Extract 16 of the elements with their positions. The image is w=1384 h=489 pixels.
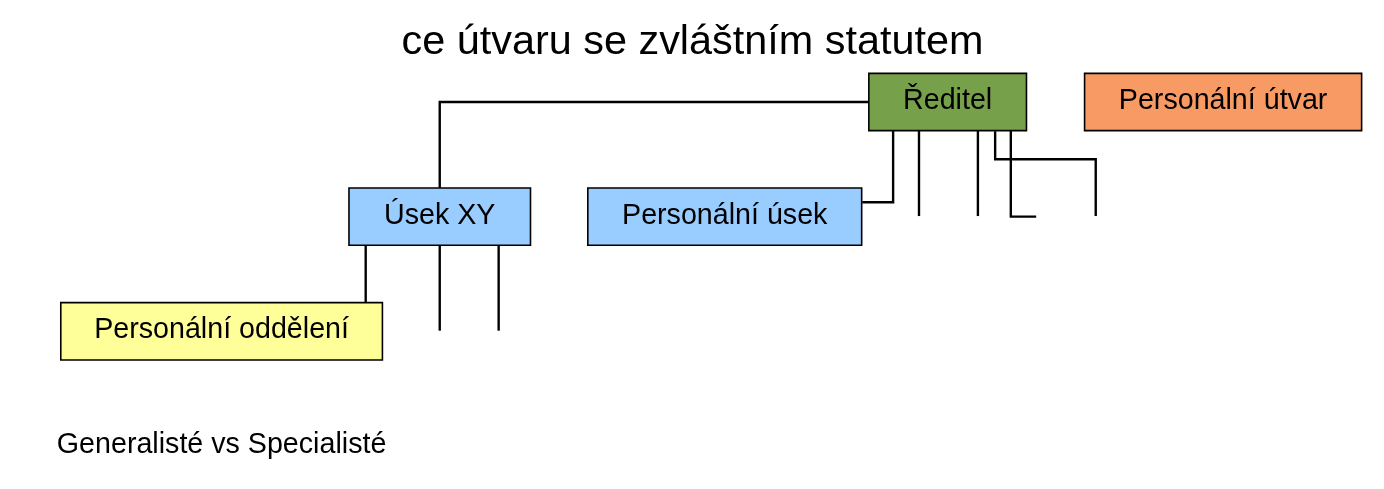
connector [438, 245, 441, 331]
connector [364, 245, 367, 302]
connector [438, 100, 868, 188]
diagram-title: ce útvaru se zvláštním statutem [401, 16, 983, 63]
connector [861, 131, 894, 204]
connector [1009, 130, 1036, 218]
connector [917, 130, 920, 217]
connector [993, 131, 1097, 216]
node-box: Personální úsek [586, 187, 862, 247]
node-box: Úsek XY [347, 187, 531, 247]
connector [976, 130, 979, 217]
node-box: Ředitel [867, 72, 1027, 132]
label: Generalisté vs Specialisté [56, 426, 386, 459]
node-box: Personální útvar [1083, 72, 1362, 132]
node-box: Personální oddělení [59, 301, 383, 361]
connector [496, 245, 500, 331]
